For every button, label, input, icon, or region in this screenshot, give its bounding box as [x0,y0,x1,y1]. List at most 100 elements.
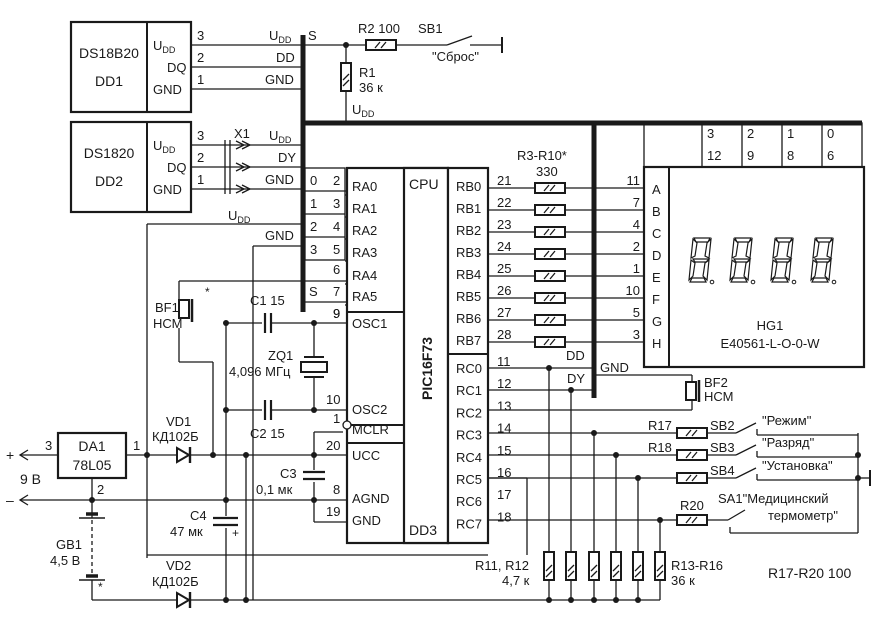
pin-agnd: AGND [352,491,390,506]
rc-pinnum-13: 13 [497,398,511,413]
dd1-bus-dd: DD [276,50,295,65]
pullup-body [565,551,577,581]
segment-pin-5: 5 [633,305,640,320]
pin-rb0: RB0 [456,179,481,194]
sensor-dd1-name: DS18B20 [79,45,139,61]
segment-pin-11: 11 [627,173,641,188]
rb-pinnum-23: 23 [497,217,511,232]
seg-res-label: R3-R10* [517,148,567,163]
sb1-name: "Сброс" [432,49,479,64]
port-a: UDD GND 0 1 2 3 2 3 4 5 6 7 9 S [146,167,347,600]
conn-right-5: 5 [333,242,340,257]
zq1-crystal [300,361,328,373]
buzzer-bf1: * BF1 НСМ [153,281,214,455]
segment-pin-7: 7 [633,195,640,210]
pullup-right-label: R13-R16 [671,558,723,573]
rc-pinnum-12: 12 [497,376,511,391]
pin-ra2: RA2 [352,223,377,238]
pin-rc0: RC0 [456,361,482,376]
sensor-dd2-name: DS1820 [84,145,135,161]
minus-terminal: – [6,492,14,508]
da1-pin2: 2 [97,482,104,497]
conn-right-2: 2 [333,173,340,188]
pin-rc1: RC1 [456,383,482,398]
pin-ra1: RA1 [352,201,377,216]
segment-pin-10: 10 [626,283,640,298]
da1-ref: DA1 [78,438,105,454]
pullup-body [610,551,622,581]
seg-res-value: 330 [536,164,558,179]
input-voltage: 9 В [20,471,41,487]
segment-resistor [534,182,566,194]
pin-ra3: RA3 [352,245,377,260]
mcu-ref: DD3 [409,522,437,538]
pullup-resistor [588,433,600,603]
segment-resistor [534,270,566,282]
side-udd: UDD [228,208,251,225]
button-ref: SB2 [710,418,735,433]
gb1-plus: * [98,580,103,594]
da1-part: 78L05 [73,457,112,473]
rc-pinnum-17: 17 [497,487,511,502]
rc-pinnum-11: 11 [497,354,511,369]
s-annotation-top: S [308,28,317,43]
conn-right-3: 3 [333,196,340,211]
display-part: E40561-L-O-0-W [721,336,821,351]
resistor-label: R18 [648,440,672,455]
rc-pinnum-16: 16 [497,465,511,480]
rc-pinnum-14: 14 [497,421,511,436]
pullup-resistor [543,368,555,603]
vd1-diode [176,446,191,464]
rb-pinnum-21: 21 [497,173,511,188]
segment-resistor [534,292,566,304]
vd2-diode [176,591,191,609]
conn-right-9: 9 [333,306,340,321]
bf1-body [178,299,190,319]
pin-osc2: OSC2 [352,402,387,417]
rb-pinnum-26: 26 [497,283,511,298]
display-segment-e: E [652,270,661,285]
button-resistor [676,472,708,484]
dd2-pin-gnd: GND [153,182,182,197]
dd2-pin-dq: DQ [167,160,187,175]
c4-plus: + [232,526,239,540]
sb1-switch [446,35,473,46]
c3-ref: C3 [280,466,297,481]
conn-right-7: 7 [333,284,340,299]
sensor-dd1-ref: DD1 [95,73,123,89]
display-segment-d: D [652,248,661,263]
dd2-bus-udd: UDD [269,128,292,145]
pullup-body [654,551,666,581]
pullup-body [588,551,600,581]
mark-gnd: GND [600,360,629,375]
pin-osc1: OSC1 [352,316,387,331]
digit-3 [770,237,797,285]
pin-rb6: RB6 [456,311,481,326]
pinnum-10: 10 [326,392,340,407]
segment-resistor [534,336,566,348]
pin-ucc: UCC [352,448,380,463]
rc-pinnum-18: 18 [497,509,511,524]
bf2-type: НСМ [704,389,733,404]
digit-pin-12: 12 [707,148,721,163]
r20-label: R20 [680,498,704,513]
c2-label: C2 15 [250,426,285,441]
segment-pin-3: 3 [633,327,640,342]
digit-1 [688,237,715,285]
r2-resistor [365,39,397,51]
bus-marks: DD DY GND [566,348,629,386]
connector-x1-arrows [235,140,252,194]
rb-pinnum-25: 25 [497,261,511,276]
bf1-ref: BF1 [155,300,179,315]
segment-resistor [534,226,566,238]
segment-resistor [534,314,566,326]
button-resistor [676,427,708,439]
mcu-name: PIC16F73 [419,337,435,400]
c3-value: 0,1 мк [256,482,293,497]
button-sb4[interactable]: SB4"Установка" [488,458,858,484]
